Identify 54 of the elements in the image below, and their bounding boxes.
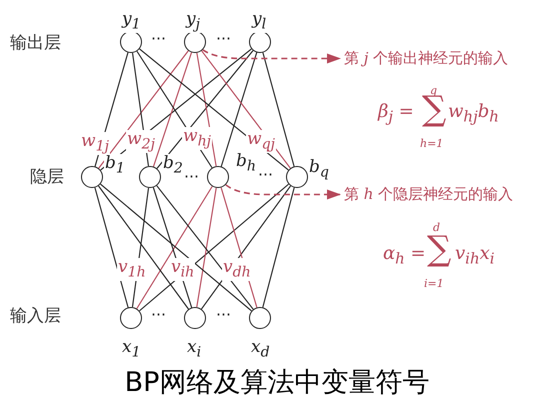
ellipsis: ⋯ xyxy=(184,168,199,184)
connection-line xyxy=(94,187,129,308)
neuron-circle xyxy=(207,166,229,188)
connection-line xyxy=(262,188,295,308)
weight-label: v$_{1h}$ xyxy=(117,258,147,281)
sum-limit: i=1 xyxy=(424,278,444,290)
variable-label: b$_{q}$ xyxy=(308,158,330,181)
neuron-circle xyxy=(249,31,271,53)
neuron-circle xyxy=(120,31,142,53)
neuron-circle xyxy=(120,307,142,329)
weight-label: w$_{1j}$ xyxy=(80,132,110,155)
ellipsis: ⋯ xyxy=(216,306,231,322)
sum-limit: d xyxy=(433,222,440,234)
neuron-circle xyxy=(249,307,271,329)
ellipsis: ⋯ xyxy=(151,306,166,322)
sum-limit: q xyxy=(430,85,438,97)
connection-line xyxy=(220,52,258,167)
connection-line xyxy=(196,188,217,308)
weight-label: w$_{qj}$ xyxy=(246,130,276,153)
neuron-circle xyxy=(286,166,308,188)
neuron-circle xyxy=(139,166,161,188)
neuron-circle xyxy=(81,166,103,188)
dashed-arrow xyxy=(202,49,341,64)
sum-limit: h=1 xyxy=(420,138,444,150)
formula-part: w$_{hj}$b$_{h}$ xyxy=(448,102,499,126)
ellipsis: ⋯ xyxy=(151,30,166,46)
neuron-circle xyxy=(184,307,206,329)
layer-name: 输入层 xyxy=(10,307,61,326)
connection-line xyxy=(98,50,189,169)
connection-line xyxy=(136,186,213,309)
sum-symbol: ∑ xyxy=(427,232,452,266)
formula-part: β$_{j}$ = xyxy=(378,102,414,126)
connection-line xyxy=(156,50,254,169)
connection-line xyxy=(196,52,217,166)
ellipsis: ⋯ xyxy=(258,166,273,182)
layer-name: 隐层 xyxy=(30,168,64,187)
weight-label: v$_{dh}$ xyxy=(222,258,252,281)
weight-label: w$_{2j}$ xyxy=(126,130,156,153)
weight-label: v$_{ih}$ xyxy=(170,258,196,281)
neuron-circle xyxy=(184,31,206,53)
dashed-arrow xyxy=(225,184,341,200)
connection-line xyxy=(156,185,254,310)
layer-name: 输出层 xyxy=(10,34,61,53)
ellipsis: ⋯ xyxy=(216,30,231,46)
caption: BP网络及算法中变量符号 xyxy=(124,367,430,398)
connection-line xyxy=(98,186,189,310)
formula-part: v$_{ih}$x$_{i}$ xyxy=(455,244,495,268)
connection-line xyxy=(262,52,295,167)
connection-line xyxy=(100,184,252,312)
formula-part: α$_{h}$ = xyxy=(383,244,426,268)
annotation-text: 第 h 个隐层神经元的输入 xyxy=(344,186,514,202)
connection-line xyxy=(152,52,192,167)
weight-label: w$_{hj}$ xyxy=(182,127,212,150)
annotation-text: 第 j 个输出神经元的输入 xyxy=(344,50,508,66)
